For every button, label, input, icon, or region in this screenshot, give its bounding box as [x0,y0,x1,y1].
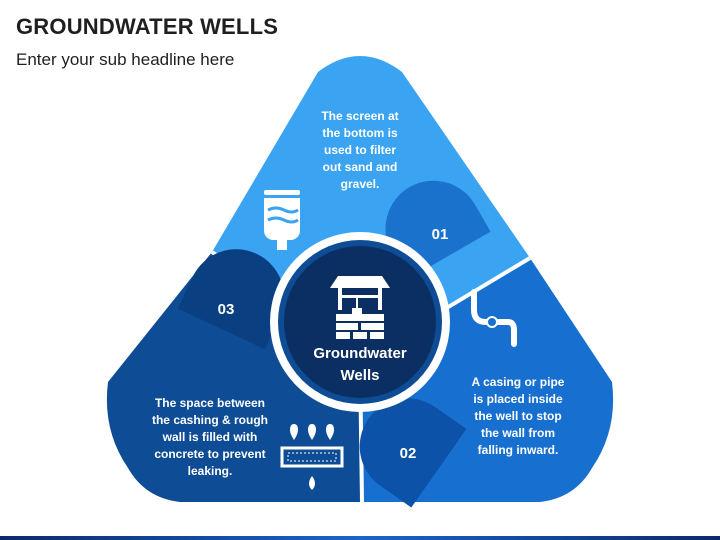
number-tab-03 [177,249,285,350]
center-circle [284,246,436,398]
segment-03-text: The space between the cashing & rough wa… [151,396,268,478]
segment-01-text: The screen at the bottom is used to filt… [321,109,399,191]
water-filter-icon [264,190,300,250]
segment-03-number: 03 [217,301,235,318]
pipe-icon [471,289,517,347]
number-tab-02 [359,398,467,508]
concrete-leak-icon [280,424,344,490]
segment-01-number: 01 [431,226,449,243]
page-title: GROUNDWATER WELLS [16,14,279,39]
water-well-icon [330,276,390,339]
page-subtitle: Enter your sub headline here [16,50,235,69]
segment-03-shape [106,252,362,502]
center-label: Groundwater Wells [313,345,407,384]
segment-02-text: A casing or pipe is placed inside the we… [471,375,565,457]
footer-bar [0,536,720,540]
segment-02-number: 02 [399,445,417,462]
